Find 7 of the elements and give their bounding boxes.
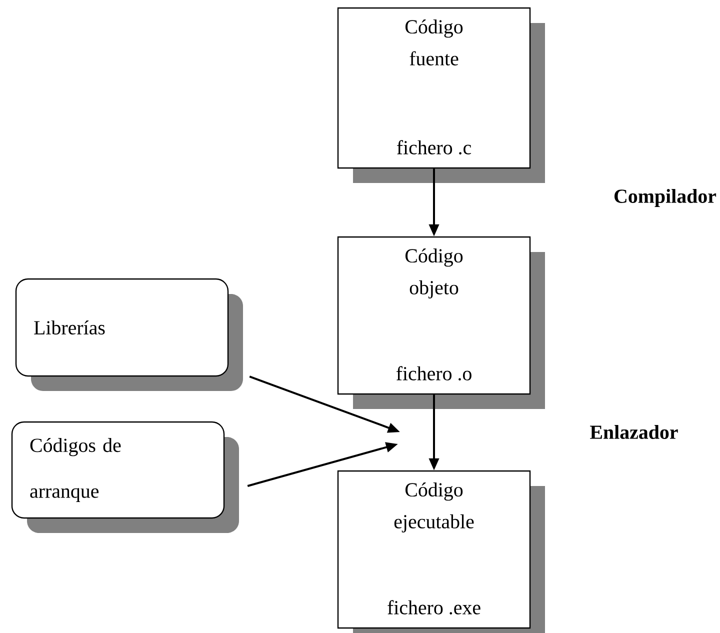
rounded-box: Códigos de arranque [11,421,239,533]
stage-label: Enlazador [590,424,678,439]
rounded-box: Librerías [15,278,243,391]
process-box: Código objeto fichero .o [337,236,545,409]
process-box: Código fuente fichero .c [337,7,545,183]
stage-label: Compilador [614,188,716,208]
process-box: Código ejecutable fichero .exe [337,470,545,633]
